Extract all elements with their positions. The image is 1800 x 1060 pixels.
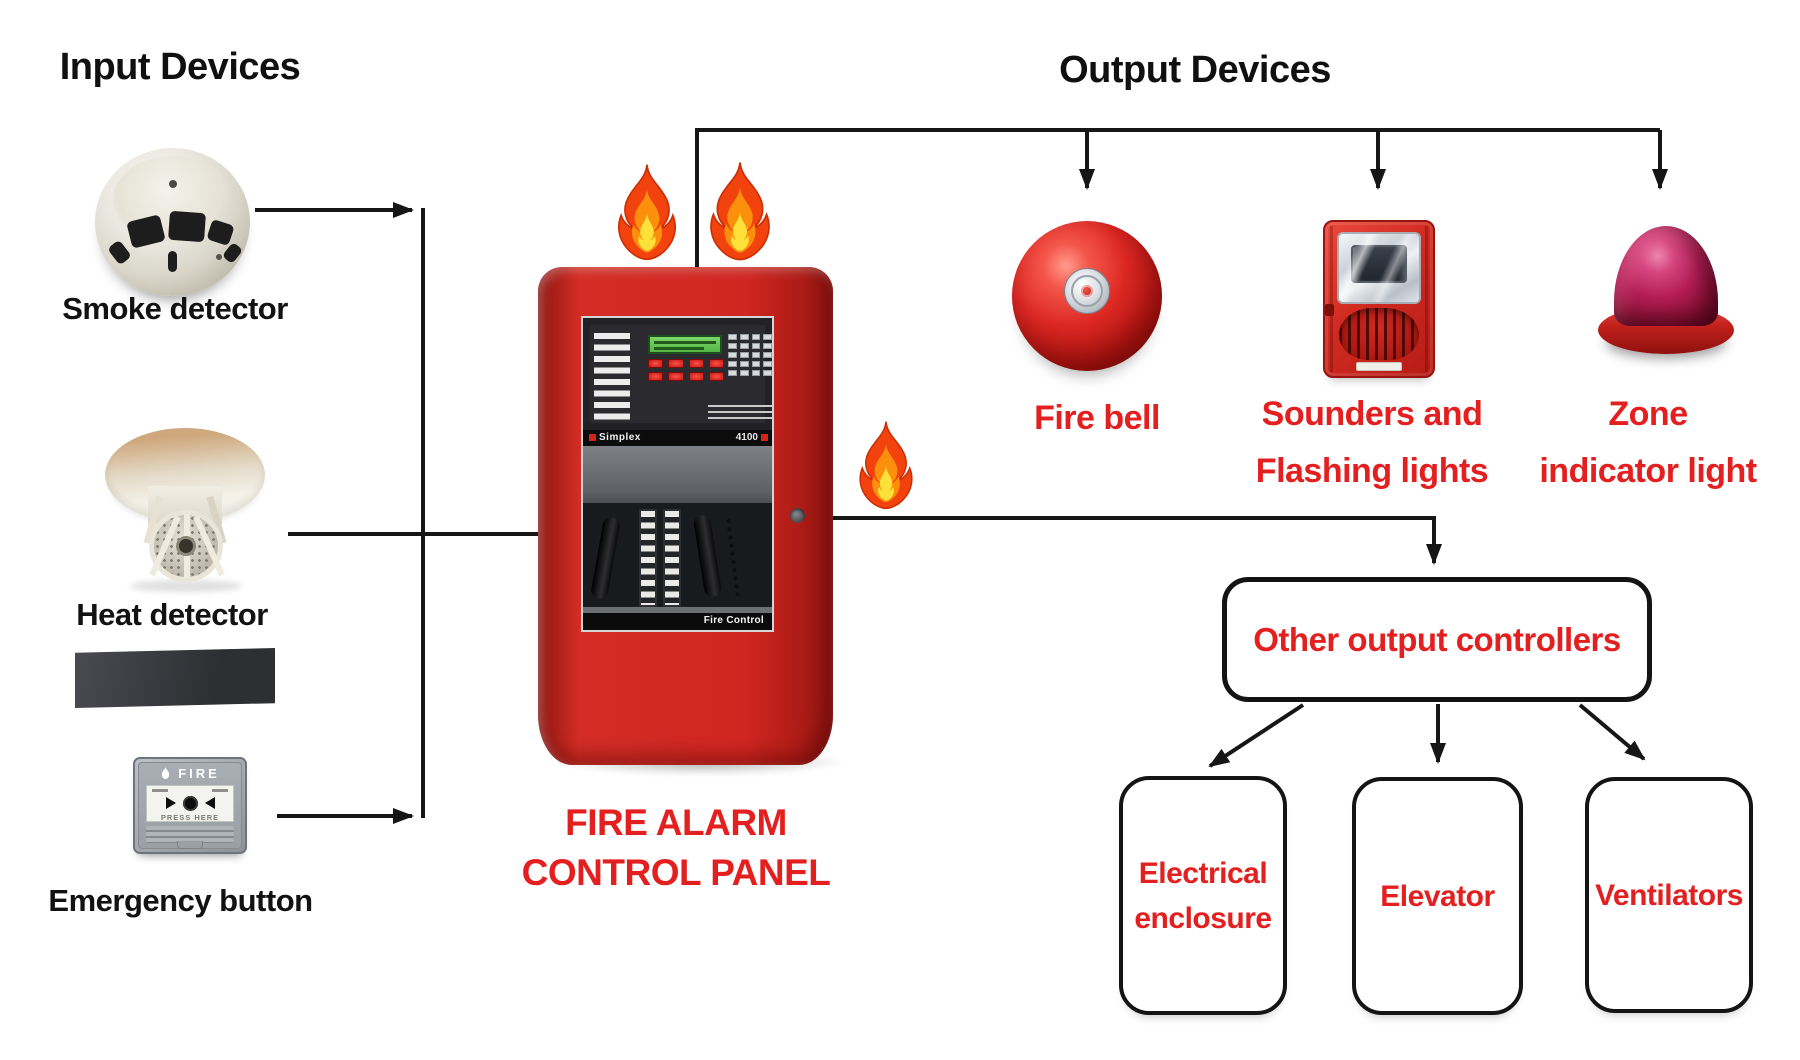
emergency-button-ridges: [146, 826, 234, 843]
heat-detector-sensor: [176, 536, 196, 556]
fire-bell-hub-ring: [1071, 275, 1103, 307]
emergency-button-microtext: [212, 789, 228, 792]
panel-lcd-screen: [648, 335, 722, 354]
flame-icon: [162, 766, 170, 779]
panel-fineprint: [738, 405, 772, 421]
panel-inner-door: Simplex 4100 Fire Control: [581, 316, 774, 632]
heat-detector-image: [100, 424, 270, 592]
heat-detector-label: Heat detector: [76, 597, 268, 632]
model-logo-icon: [761, 434, 768, 441]
sounder-lens-reflection: [1339, 234, 1419, 302]
fire-bell-label: Fire bell: [1034, 399, 1160, 437]
panel-keyhole: [790, 508, 805, 523]
emergency-button-header: FIRE: [138, 764, 242, 782]
emergency-button-fire-text: FIRE: [178, 765, 220, 781]
panel-title-line2: CONTROL PANEL: [521, 852, 831, 893]
panel-switch-column: [639, 509, 657, 607]
ventilators-box: Ventilators: [1585, 777, 1753, 1013]
smoke-detector-image: [95, 148, 250, 296]
smoke-detector-screw: [216, 254, 222, 260]
fire-bell-hub-core: [1081, 285, 1093, 297]
emergency-button-notch: [177, 841, 203, 849]
panel-handset-left: [590, 516, 621, 600]
ventilators-label: Ventilators: [1595, 878, 1743, 912]
emergency-button-face: PRESS HERE: [146, 785, 234, 822]
zone-label-line2: indicator light: [1539, 452, 1757, 490]
panel-switch-column: [663, 509, 681, 607]
sounder-strobe-image: [1323, 220, 1435, 378]
smoke-detector-label: Smoke detector: [62, 291, 288, 326]
smoke-detector-vent: [168, 210, 206, 243]
brand-logo-icon: [589, 434, 596, 441]
fire-bell-hub: [1064, 268, 1110, 314]
zone-indicator-label: Zone indicator light: [1528, 386, 1768, 500]
sounder-groove: [1330, 226, 1333, 372]
smoke-detector-led: [169, 180, 177, 188]
other-output-controllers-label: Other output controllers: [1253, 620, 1621, 658]
panel-display-window: [583, 318, 772, 430]
sounder-side-tab: [1325, 304, 1334, 316]
zone-indicator-dome: [1614, 226, 1718, 326]
zone-indicator-light-image: [1594, 222, 1738, 358]
heat-detector-shadow: [130, 580, 242, 592]
elevator-label: Elevator: [1380, 879, 1495, 913]
hub-to-enclosure-arrow: [1208, 703, 1305, 768]
electrical-enclosure-label: Electrical enclosure: [1134, 856, 1272, 935]
panel-shelf: [583, 607, 772, 613]
sounder-speaker-grille: [1339, 308, 1419, 360]
panel-keypad: [728, 334, 772, 386]
panel-fire-control-strip: Fire Control: [583, 613, 772, 630]
fire-bell-image: [1012, 221, 1162, 371]
sounder-label-strip: [1356, 362, 1402, 371]
input-devices-heading: Input Devices: [59, 46, 301, 88]
zone-label-line1: Zone: [1608, 395, 1688, 433]
panel-brand-strip: Simplex 4100: [583, 430, 772, 446]
emergency-button-target: [147, 794, 233, 812]
panel-handset-right: [692, 514, 723, 598]
emergency-button-press-here: PRESS HERE: [160, 813, 220, 822]
panel-red-buttons: [648, 359, 724, 383]
panel-handset-cord: [724, 518, 740, 598]
emergency-button-image: FIRE PRESS HERE: [133, 757, 247, 854]
flame-icon: [853, 416, 919, 514]
output-devices-heading: Output Devices: [1059, 49, 1331, 91]
elevator-box: Elevator: [1352, 777, 1523, 1015]
panel-brand-text: Simplex: [599, 432, 641, 443]
panel-control-board: [590, 325, 772, 423]
emergency-button-microtext: [152, 789, 168, 792]
panel-to-controllers-arrow: [833, 516, 1442, 565]
sounders-label-line1: Sounders and: [1261, 395, 1483, 433]
panel-zone-labels: [594, 333, 630, 423]
arrow-left-icon: [204, 797, 215, 809]
panel-title-line1: FIRE ALARM: [565, 802, 787, 843]
panel-mid-section: [583, 446, 772, 503]
sounders-label: Sounders and Flashing lights: [1252, 386, 1492, 500]
panel-model-text: 4100: [735, 432, 758, 443]
sounder-strobe-lens: [1337, 232, 1421, 304]
other-output-controllers-box: Other output controllers: [1222, 577, 1652, 702]
hub-to-ventilators-arrow: [1578, 703, 1646, 761]
panel-fire-control-text: Fire Control: [703, 615, 764, 626]
smoke-detector-vent: [168, 251, 177, 272]
electrical-enclosure-box: Electrical enclosure: [1119, 776, 1287, 1015]
fire-alarm-control-panel-image: Simplex 4100 Fire Control: [538, 267, 833, 765]
panel-title: FIRE ALARM CONTROL PANEL: [476, 798, 876, 898]
sounders-label-line2: Flashing lights: [1255, 452, 1489, 490]
panel-lower-door-recess: [75, 648, 275, 708]
flame-icon: [611, 161, 683, 263]
arrow-right-icon: [165, 797, 176, 809]
fire-bell-gong: [1012, 221, 1162, 371]
emergency-button-label: Emergency button: [48, 883, 313, 918]
sounder-groove: [1425, 226, 1428, 372]
panel-phone-compartment: [583, 503, 772, 613]
flame-icon: [703, 159, 777, 263]
press-point-icon: [182, 795, 198, 811]
